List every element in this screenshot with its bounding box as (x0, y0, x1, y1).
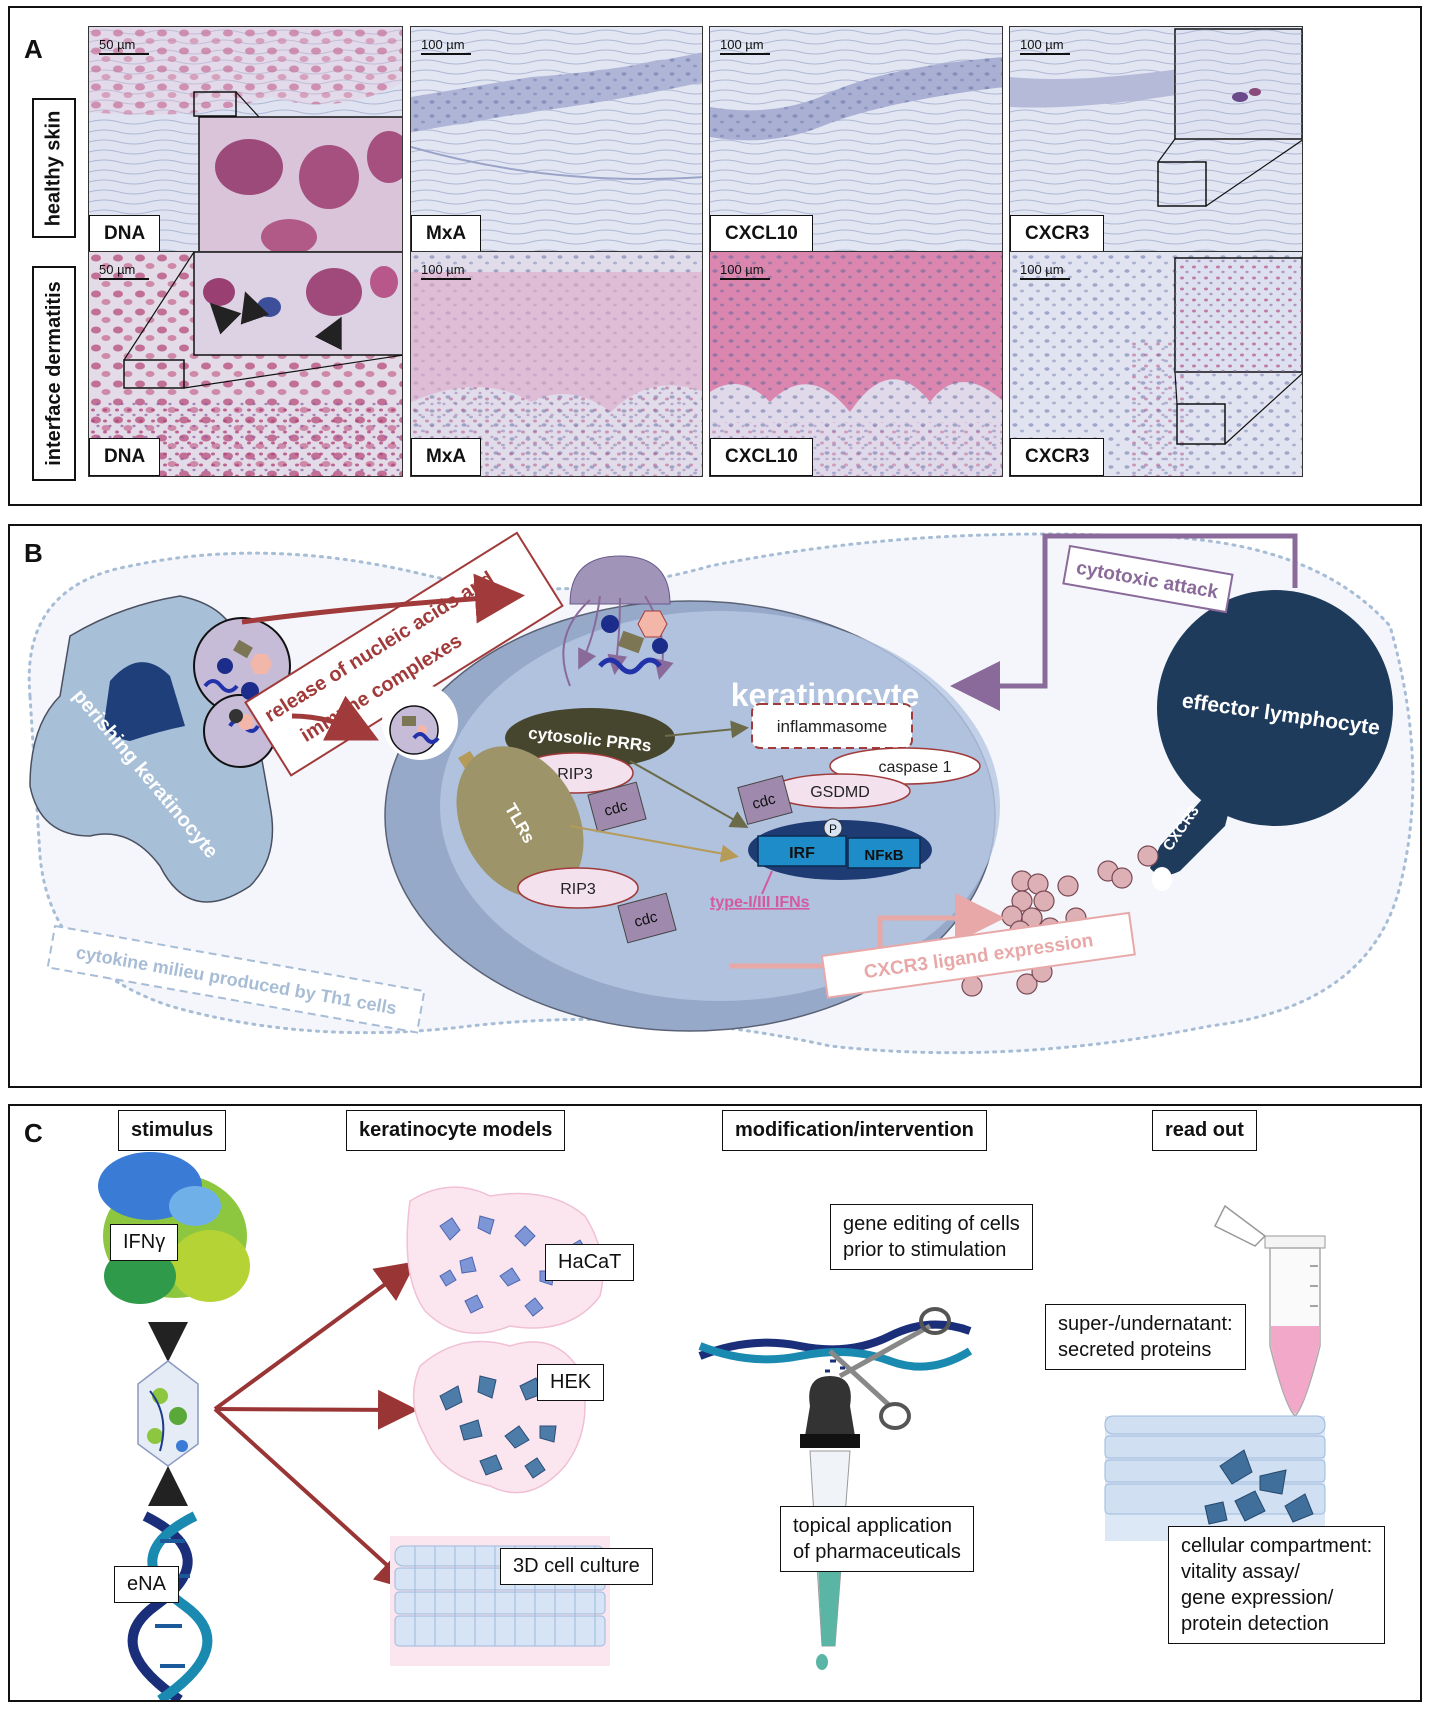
header-read-out: read out (1152, 1110, 1257, 1151)
scale-bar: 100 µm (421, 262, 471, 280)
panel-a-label: A (24, 34, 43, 64)
culture3d-label: 3D cell culture (500, 1548, 653, 1585)
pathway-diagram: perishing keratinocyte release of nuclei… (27, 531, 1415, 1055)
ena-label: eNA (114, 1566, 179, 1603)
panel-b-label: B (24, 538, 43, 568)
scale-bar: 50 µm (99, 37, 149, 55)
row-label-healthy-skin: healthy skin (32, 98, 76, 238)
micrograph-healthy-cxcl10: 100 µm CXCL10 (709, 26, 1003, 254)
rip3-label: RIP3 (560, 881, 596, 898)
micrograph-healthy-mxa: 100 µm MxA (410, 26, 703, 254)
stain-label: CXCL10 (710, 215, 813, 253)
panel-b: B perishing keratinocyte release of nucl… (8, 524, 1422, 1088)
tube-icon (1213, 1204, 1326, 1418)
cdc-label: cdc (602, 797, 629, 820)
panel-c-label: C (24, 1118, 43, 1148)
stain-label: MxA (411, 438, 482, 476)
micrograph-dermatitis-mxa: 100 µm MxA (410, 251, 703, 477)
header-keratinocyte-models: keratinocyte models (346, 1110, 566, 1151)
stain-label: CXCR3 (1010, 215, 1105, 253)
panel-c: C stimulus keratinocyte models modificat… (8, 1104, 1422, 1702)
micrograph-healthy-dna: 50 µm DNA (88, 26, 403, 254)
supernatant-label: super-/undernatant: secreted proteins (1045, 1304, 1246, 1370)
rip3-label: RIP3 (557, 766, 593, 783)
cdc-label: cdc (632, 908, 659, 931)
micrograph-dermatitis-dna: 50 µm DNA (88, 251, 403, 477)
scale-bar: 100 µm (1020, 262, 1070, 280)
ena-dna-icon (127, 1511, 213, 1700)
nfkb-label: NFκB (864, 847, 903, 864)
phospho-label: P (829, 822, 837, 836)
scale-bar: 100 µm (1020, 37, 1070, 55)
micrograph-dermatitis-cxcr3: 100 µm CXCR3 (1009, 251, 1303, 477)
scale-bar: 100 µm (720, 37, 770, 55)
scale-bar: 100 µm (720, 262, 770, 280)
scale-bar: 50 µm (99, 262, 149, 280)
micrograph-dermatitis-cxcl10: 100 µm CXCL10 (709, 251, 1003, 477)
topical-application-label: topical application of pharmaceuticals (780, 1506, 974, 1572)
scale-bar: 100 µm (421, 37, 471, 55)
caspase-label: caspase 1 (879, 759, 952, 776)
stain-label: DNA (89, 215, 161, 253)
micrograph-healthy-cxcr3: 100 µm CXCR3 (1009, 26, 1303, 254)
gsdmd-label: GSDMD (810, 784, 870, 801)
cellular-compartment-label: cellular compartment: vitality assay/ ge… (1168, 1526, 1386, 1644)
stain-label: DNA (89, 438, 161, 476)
header-modification: modification/intervention (722, 1110, 987, 1151)
stain-label: MxA (411, 215, 482, 253)
scissors-dna-icon (698, 1307, 973, 1430)
gene-editing-label: gene editing of cells prior to stimulati… (830, 1204, 1033, 1270)
hacat-label: HaCaT (545, 1244, 635, 1281)
irf-label: IRF (789, 845, 815, 862)
epithelium-readout-icon (1104, 1415, 1326, 1541)
row-label-interface-dermatitis: interface dermatitis (32, 266, 76, 481)
panel-a: A healthy skin 50 µm DNA (8, 6, 1422, 506)
stain-label: CXCL10 (710, 438, 813, 476)
stain-label: CXCR3 (1010, 438, 1105, 476)
inflammasome-label: inflammasome (777, 717, 888, 736)
cdc-label: cdc (750, 790, 777, 813)
type-ifns-label: type-I/III IFNs (710, 894, 810, 911)
ifng-label: IFNγ (110, 1224, 179, 1261)
hek-label: HEK (537, 1364, 605, 1401)
header-stimulus: stimulus (118, 1110, 227, 1151)
